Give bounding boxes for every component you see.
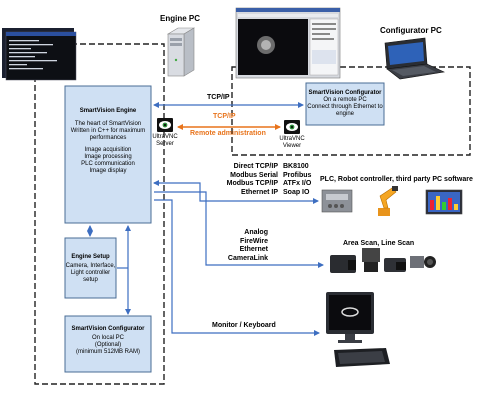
- plc-device-image: [321, 189, 353, 213]
- remote-admin-label: Remote administration: [190, 130, 266, 137]
- camera-images: [330, 248, 436, 273]
- robot-arm-image: [378, 186, 398, 216]
- local-configurator-box: [64, 315, 152, 373]
- configurator-ui-screenshot: [235, 7, 341, 79]
- ultravnc-server-line-1: UltraVNC: [152, 134, 178, 140]
- protocol-bk8100: BK8100: [283, 163, 309, 170]
- protocol-ethernet-ip: Ethernet IP: [241, 188, 278, 196]
- engine-setup-line-1: Camera, Interface,: [65, 263, 116, 269]
- remote-configurator-line-1: On a remote PC: [323, 97, 367, 103]
- protocol-soap-io: Soap IO: [283, 188, 310, 196]
- monitor-keyboard-image: [326, 292, 390, 367]
- camera-interfaces: Analog FireWire Ethernet CameraLink: [222, 229, 268, 263]
- tcpip-remote-label: TCP/IP: [213, 113, 236, 120]
- ultravnc-viewer-icon: [284, 120, 300, 134]
- engine-setup-text: Engine Setup Camera, Interface, Light co…: [65, 254, 116, 284]
- protocol-modbus-tcpip: Modbus TCP/IP: [226, 180, 278, 187]
- protocol-modbus-serial: Modbus Serial: [230, 171, 278, 179]
- engine-desc-1: The heart of SmartVision: [74, 121, 142, 127]
- remote-configurator-line-3: engine: [335, 111, 355, 117]
- engine-pc-boundary: [34, 43, 165, 385]
- local-configurator-line-3: (minimum 512MB RAM): [75, 349, 140, 355]
- engine-setup-line-2: Light controller: [70, 270, 111, 276]
- ultravnc-server-icon: [157, 118, 173, 132]
- tcpip-label: TCP/IP: [207, 94, 230, 101]
- engine-setup-line-3: setup: [83, 277, 98, 283]
- protocols-right: BK8100 Profibus ATFx I/O Soap IO: [283, 163, 311, 197]
- engine-pc-tower-image: [166, 27, 196, 77]
- ultravnc-viewer-line-2: Viewer: [282, 143, 302, 149]
- ultravnc-viewer-label: UltraVNC Viewer: [277, 136, 307, 150]
- engine-func-3: PLC communication: [81, 161, 135, 167]
- local-configurator-title: SmartVision Configurator: [71, 326, 145, 332]
- configurator-pc-boundary: [231, 66, 471, 156]
- engine-func-4: Image display: [89, 168, 127, 174]
- local-configurator-line-2: (Optional): [94, 342, 122, 348]
- engine-box-text: SmartVision Engine The heart of SmartVis…: [65, 108, 151, 175]
- remote-configurator-text: SmartVision Configurator On a remote PC …: [306, 90, 384, 118]
- engine-func-1: Image acquisition: [84, 147, 132, 153]
- console-window-image: [2, 28, 77, 81]
- protocols-left: Direct TCP/IP Modbus Serial Modbus TCP/I…: [220, 163, 278, 197]
- ultravnc-server-label: UltraVNC Server: [150, 134, 180, 148]
- interface-cameralink: CameraLink: [227, 254, 268, 262]
- monitor-link: [154, 199, 320, 336]
- monitor-label: Monitor / Keyboard: [212, 322, 276, 329]
- engine-setup-title: Engine Setup: [71, 254, 110, 260]
- engine-desc-2: Written in C++ for maximum: [70, 128, 146, 134]
- engine-box: [64, 85, 152, 224]
- configurator-pc-label: Configurator PC: [380, 26, 442, 35]
- engine-func-2: Image processing: [84, 154, 132, 160]
- local-configurator-text: SmartVision Configurator On local PC (Op…: [65, 326, 151, 356]
- laptop-image: [384, 37, 446, 80]
- engine-setup-box: [64, 237, 117, 299]
- protocol-atfx-io: ATFx I/O: [283, 180, 312, 187]
- camera-link: [154, 191, 324, 268]
- protocol-direct-tcpip: Direct TCP/IP: [233, 163, 278, 170]
- ultravnc-viewer-line-1: UltraVNC: [279, 136, 305, 142]
- protocol-profibus: Profibus: [283, 171, 312, 179]
- software-screen-image: [425, 189, 463, 215]
- interface-analog: Analog: [244, 229, 268, 236]
- engine-title: SmartVision Engine: [79, 108, 137, 114]
- interface-firewire: FireWire: [240, 237, 268, 245]
- interface-ethernet: Ethernet: [239, 246, 268, 253]
- camera-label: Area Scan, Line Scan: [343, 240, 415, 247]
- ultravnc-server-line-2: Server: [156, 141, 174, 147]
- remote-configurator-box: [305, 82, 385, 126]
- remote-configurator-title: SmartVision Configurator: [308, 90, 382, 96]
- engine-desc-3: performances: [89, 135, 127, 141]
- remote-configurator-line-2: Connect through Ethernet to: [307, 104, 383, 110]
- plc-label: PLC, Robot controller, third party PC so…: [320, 176, 473, 183]
- local-configurator-line-1: On local PC: [91, 335, 124, 341]
- engine-pc-label: Engine PC: [160, 14, 201, 23]
